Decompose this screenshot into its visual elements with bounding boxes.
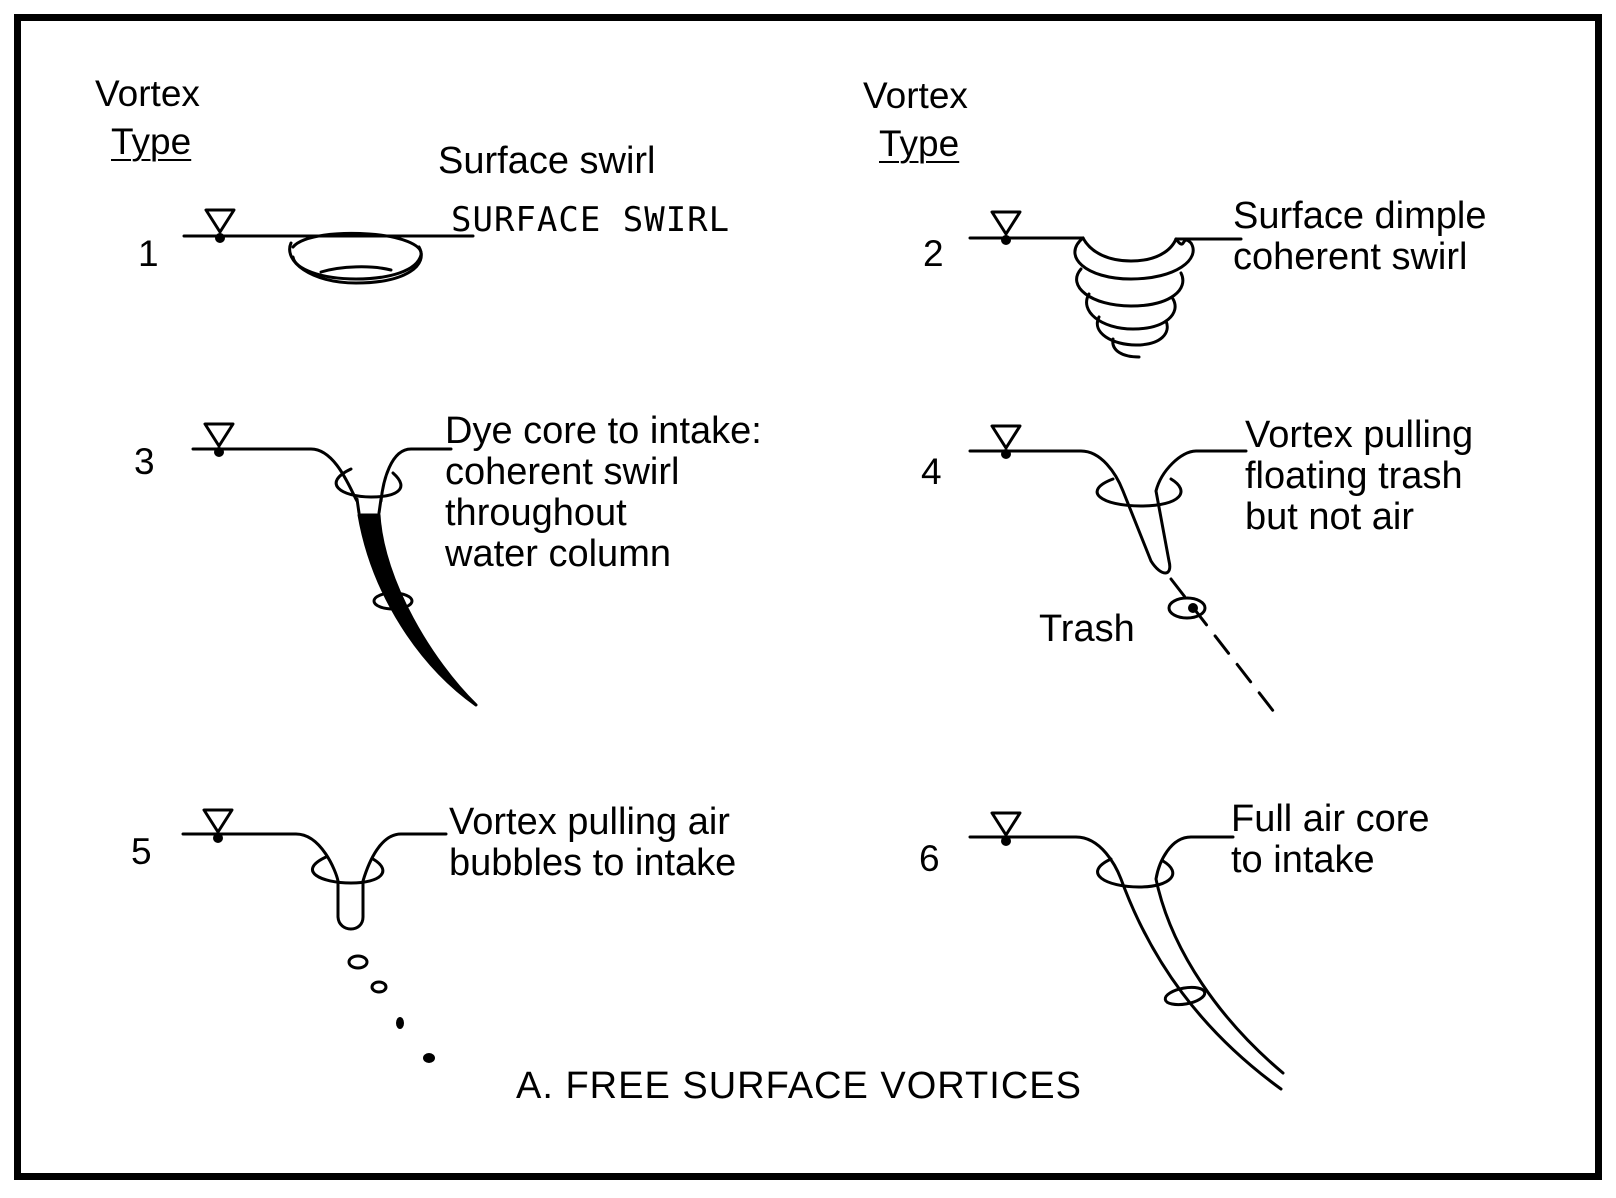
panel-3-caption-line: water column: [445, 533, 671, 575]
swirl-ring: [1096, 857, 1175, 889]
core-swirl-ring: [1163, 985, 1207, 1007]
water-level-marker-icon: [203, 422, 235, 459]
panel-4-drawing: [968, 424, 1283, 723]
water-level-marker-icon: [204, 208, 236, 245]
vortex-drawings: [181, 208, 1285, 1091]
column-header-left-line1: Vortex: [95, 73, 200, 114]
surface-swirl-shape: [288, 231, 423, 285]
vortex-type-number: 2: [923, 233, 944, 274]
dye-core: [357, 513, 478, 707]
panel-2-caption-line: coherent swirl: [1233, 236, 1468, 278]
swirl-ring: [311, 855, 385, 885]
vortex-funnel: [968, 449, 1248, 575]
column-header-left-line2: Type: [111, 121, 192, 162]
vortex-type-number: 6: [919, 838, 940, 879]
core-swirl-ring: [372, 591, 414, 611]
panel-2-caption-line: Surface dimple: [1233, 195, 1487, 237]
vortex-funnel: [181, 832, 448, 931]
floating-trash-dot: [1188, 603, 1198, 613]
panel-6-caption-line: Full air core: [1231, 798, 1430, 840]
panel-1-drawing: [182, 208, 475, 285]
air-bubbles: [347, 954, 435, 1063]
coherent-swirl-spiral: [1073, 236, 1195, 359]
panel-3-drawing: [191, 422, 478, 707]
funnel-neck: [355, 497, 383, 515]
panel-3-caption-line: Dye core to intake:: [445, 410, 762, 452]
panel-4-caption-line: Vortex pulling: [1245, 414, 1474, 456]
swirl-ring: [334, 467, 403, 499]
panel-5-caption-line: Vortex pulling air: [449, 801, 730, 843]
figure-frame: Vortex Type Vortex Type 1 2 3 4 5 6 Surf…: [14, 14, 1602, 1180]
vortex-type-number: 5: [131, 831, 152, 872]
vortex-type-number: 4: [921, 451, 942, 492]
air-core-left: [968, 835, 1283, 1091]
figure-caption: A. FREE SURFACE VORTICES: [516, 1065, 1082, 1107]
panel-6-drawing: [968, 811, 1285, 1091]
water-level-marker-icon: [990, 210, 1022, 247]
panel-5-caption-line: bubbles to intake: [449, 842, 737, 884]
vortex-type-number: 1: [138, 233, 159, 274]
trash-label: Trash: [1039, 608, 1135, 650]
air-core-right: [1154, 835, 1285, 1075]
vortex-type-number: 3: [134, 441, 155, 482]
panel-1-caption: Surface swirl: [438, 140, 656, 182]
swirl-ring: [1095, 477, 1183, 508]
panel-5-drawing: [181, 808, 448, 1063]
panel-2-drawing: [968, 210, 1243, 359]
trash-path-dashed: [1169, 577, 1283, 723]
panel-4-caption-line: but not air: [1245, 496, 1414, 538]
water-level-marker-icon: [990, 811, 1022, 848]
panel-3-caption-line: coherent swirl: [445, 451, 680, 493]
panel-4-caption-line: floating trash: [1245, 455, 1463, 497]
panel-1-handwritten-note: SURFACE SWIRL: [451, 200, 731, 240]
water-surface-line: [379, 447, 453, 503]
water-level-marker-icon: [202, 808, 234, 845]
column-header-right-line1: Vortex: [863, 75, 968, 116]
water-level-marker-icon: [990, 424, 1022, 461]
panel-3-caption-line: throughout: [445, 492, 627, 534]
column-header-right-line2: Type: [879, 123, 960, 164]
trash-swirl-ring: [1167, 596, 1207, 620]
panel-6-caption-line: to intake: [1231, 839, 1375, 881]
